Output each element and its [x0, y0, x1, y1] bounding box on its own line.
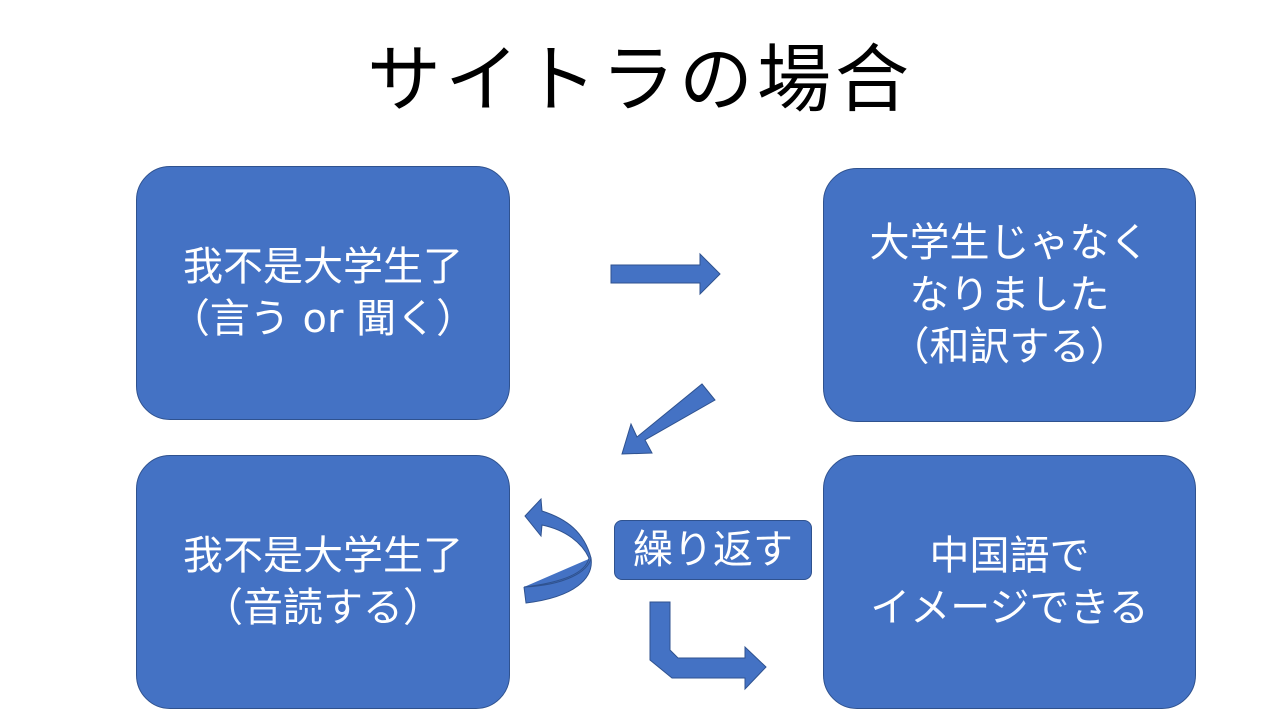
right-arrow	[610, 252, 721, 296]
box-line-result-2: イメージできる	[870, 585, 1149, 631]
box-line-translation-2: なりました	[909, 272, 1110, 318]
box-japanese-translation: 大学生じゃなく なりました （和訳する）	[823, 168, 1196, 422]
box-chinese-sentence-read-aloud: 我不是大学生了 （音読する）	[136, 455, 510, 709]
repeat-label: 繰り返す	[614, 520, 812, 580]
box-line-instruction: （和訳する）	[889, 324, 1130, 370]
box-line-sentence: 我不是大学生了	[183, 533, 463, 579]
box-result-imagine-in-chinese: 中国語で イメージできる	[823, 455, 1196, 709]
box-chinese-sentence-speak: 我不是大学生了 （言う or 聞く）	[136, 166, 510, 420]
box-line-instruction: （音読する）	[203, 585, 443, 631]
slide-title: サイトラの場合	[367, 37, 913, 123]
box-line-translation-1: 大学生じゃなく	[869, 220, 1150, 266]
box-line-instruction: （言う or 聞く）	[169, 296, 477, 342]
down-left-arrow	[621, 383, 716, 455]
box-line-result-1: 中国語で	[929, 533, 1090, 579]
curved-repeat-arrow	[523, 497, 592, 604]
box-line-sentence: 我不是大学生了	[183, 244, 463, 290]
bent-arrow	[649, 601, 767, 691]
